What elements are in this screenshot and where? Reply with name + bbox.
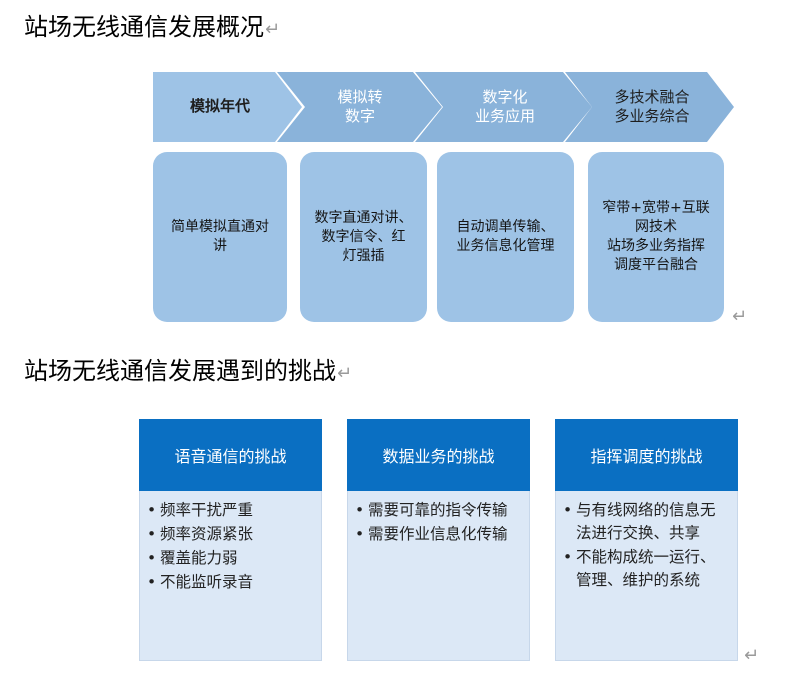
challenge-body: 频率干扰严重 频率资源紧张 覆盖能力弱 不能监听录音 (139, 491, 322, 661)
stage-chevron-row (153, 72, 734, 142)
challenge-item: 需要作业信息化传输 (354, 523, 521, 546)
challenge-list: 频率干扰严重 频率资源紧张 覆盖能力弱 不能监听录音 (146, 499, 313, 594)
challenge-item: 频率干扰严重 (146, 499, 313, 522)
challenge-header: 指挥调度的挑战 (555, 419, 738, 491)
challenge-body: 与有线网络的信息无法进行交换、共享 不能构成统一运行、管理、维护的系统 (555, 491, 738, 661)
challenge-header: 数据业务的挑战 (347, 419, 530, 491)
stage-chevron-4 (565, 72, 734, 142)
section-title-text: 站场无线通信发展遇到的挑战 (24, 357, 336, 385)
section-title-overview: 站场无线通信发展概况↵ (24, 12, 280, 45)
challenge-item: 需要可靠的指令传输 (354, 499, 521, 522)
stage-card-2: 数字直通对讲、 数字信令、红 灯强插 (300, 152, 427, 322)
challenge-item: 不能监听录音 (146, 571, 313, 594)
stage-label-3: 数字化 业务应用 (474, 88, 535, 125)
challenge-item: 与有线网络的信息无法进行交换、共享 (562, 499, 729, 545)
section-title-challenges: 站场无线通信发展遇到的挑战↵ (24, 356, 352, 389)
stage-chevron-3 (415, 72, 592, 142)
challenge-list: 需要可靠的指令传输 需要作业信息化传输 (354, 499, 521, 546)
challenge-column-voice: 语音通信的挑战 频率干扰严重 频率资源紧张 覆盖能力弱 不能监听录音 (139, 419, 322, 661)
stage-label-2: 模拟转 数字 (337, 88, 383, 125)
stage-chevron-2 (277, 72, 442, 142)
challenge-item: 覆盖能力弱 (146, 547, 313, 570)
challenge-header: 语音通信的挑战 (139, 419, 322, 491)
challenge-column-dispatch: 指挥调度的挑战 与有线网络的信息无法进行交换、共享 不能构成统一运行、管理、维护… (555, 419, 738, 661)
paragraph-mark: ↵ (337, 363, 353, 384)
stage-card-1: 简单模拟直通对 讲 (153, 152, 287, 322)
stage-label-1: 模拟年代 (189, 97, 250, 115)
challenge-column-data: 数据业务的挑战 需要可靠的指令传输 需要作业信息化传输 (347, 419, 530, 661)
challenge-list: 与有线网络的信息无法进行交换、共享 不能构成统一运行、管理、维护的系统 (562, 499, 729, 592)
stage-card-4: 窄带+宽带+互联 网技术 站场多业务指挥 调度平台融合 (588, 152, 724, 322)
section-title-text: 站场无线通信发展概况 (24, 13, 264, 41)
challenge-body: 需要可靠的指令传输 需要作业信息化传输 (347, 491, 530, 661)
challenge-item: 频率资源紧张 (146, 523, 313, 546)
paragraph-mark: ↵ (265, 19, 281, 40)
paragraph-mark: ↵ (732, 306, 748, 327)
stage-chevron-1 (153, 72, 302, 142)
paragraph-mark: ↵ (744, 645, 760, 666)
stage-card-3: 自动调单传输、 业务信息化管理 (437, 152, 574, 322)
challenge-item: 不能构成统一运行、管理、维护的系统 (562, 546, 729, 592)
stage-label-4: 多技术融合 多业务综合 (614, 88, 690, 125)
